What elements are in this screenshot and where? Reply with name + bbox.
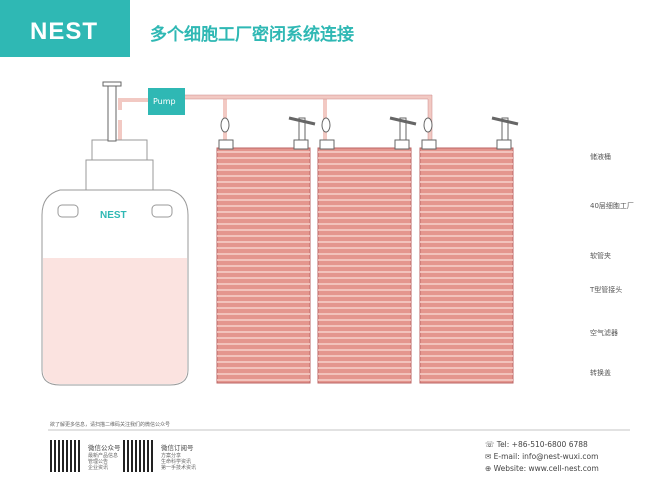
qr1-lines: 最新产品信息管理公告企业资讯 xyxy=(88,453,119,471)
cell-factory-2 xyxy=(317,116,417,384)
legend-reservoir: 储液桶 xyxy=(590,153,611,161)
legend-t-connector: T型管接头 xyxy=(590,286,623,294)
pump-label: Pump xyxy=(153,97,176,106)
contact-email: ✉ E-mail: info@nest-wuxi.com xyxy=(485,452,599,461)
qr2-lines: 方案分享生命科学资讯第一手技术资讯 xyxy=(161,453,197,471)
nest-logo: NEST xyxy=(30,18,99,45)
legend-hose-clamp: 软管夹 xyxy=(590,252,611,260)
footer-note: 欲了解更多信息，请扫描二维码关注我们的微信公众号 xyxy=(50,422,171,428)
contact-tel: ☏ Tel: +86-510-6800 6788 xyxy=(485,440,588,449)
cell-factories xyxy=(216,116,519,384)
cell-factory-3 xyxy=(419,116,519,384)
contact-website[interactable]: ⊕ Website: www.cell-nest.com xyxy=(485,464,599,473)
legend-adapter-cap: 转换盖 xyxy=(590,369,611,377)
page-title: 多个细胞工厂密闭系统连接 xyxy=(150,25,354,45)
header-logo-block: NEST xyxy=(0,0,130,57)
qr1-title: 微信公众号 xyxy=(88,444,121,452)
pump xyxy=(148,88,185,115)
bottle-logo: NEST xyxy=(100,210,127,221)
legend-air-filter: 空气滤器 xyxy=(590,329,618,337)
qr-code-subscription xyxy=(123,440,155,472)
closed-system-diagram: Pump NEST xyxy=(41,81,519,386)
qr-code-official xyxy=(50,440,82,472)
qr2-title: 微信订阅号 xyxy=(161,444,194,452)
divider xyxy=(48,429,630,431)
reservoir-bottle: NEST xyxy=(41,81,189,386)
legend-cell-factory: 40层细胞工厂 xyxy=(590,202,634,210)
cell-factory-1 xyxy=(216,116,316,384)
